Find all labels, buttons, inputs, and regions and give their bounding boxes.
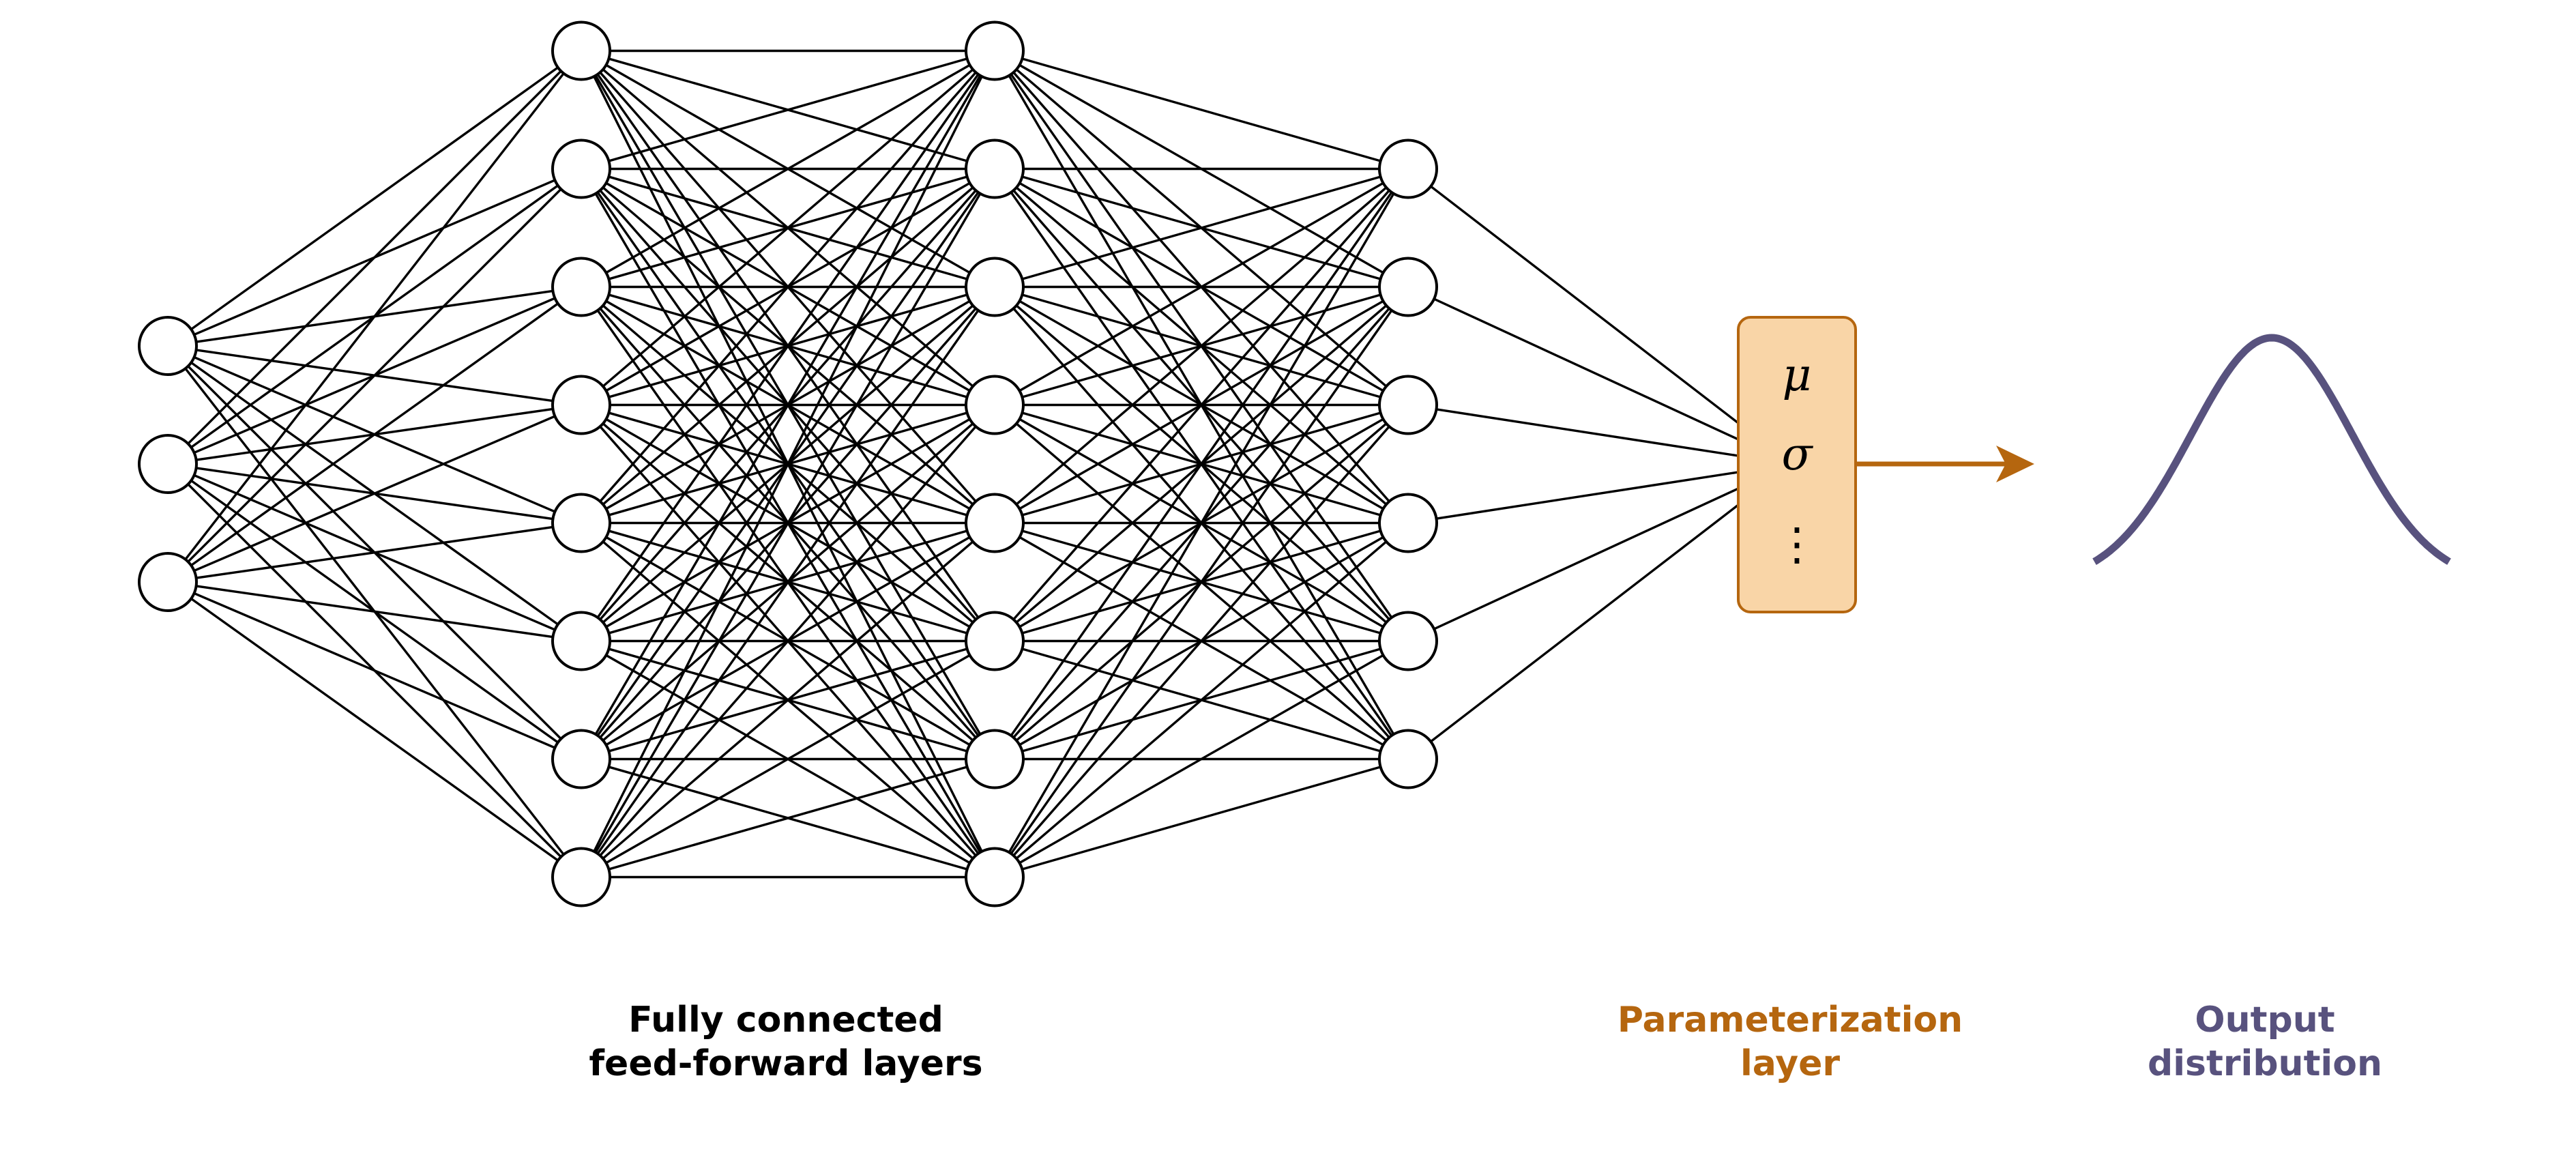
neuron-layer1-4 (551, 493, 611, 553)
connection-l2-7-5 (994, 757, 1409, 879)
neuron-layer2-7 (965, 847, 1025, 907)
connection-l0-2-4 (167, 521, 582, 583)
connection-l0-2-3 (167, 403, 582, 583)
connection-l1-7-0 (580, 50, 996, 878)
neuron-layer1-3 (551, 375, 611, 435)
connection-l2-7-4 (994, 640, 1409, 878)
sigma-symbol: σ (1781, 428, 1813, 480)
connection-l2-0-0 (994, 49, 1409, 171)
neuron-layer2-0 (965, 20, 1025, 81)
neuron-layer2-3 (965, 375, 1025, 435)
neuron-layer1-0 (551, 20, 611, 81)
connection-l2-3-0 (994, 168, 1409, 406)
network-neurons (138, 20, 1438, 907)
neuron-layer2-6 (965, 729, 1025, 789)
parameterization-connections (1407, 168, 1740, 760)
output-caption-line-2: distribution (2148, 1043, 2382, 1084)
connection-l1-7-2 (580, 286, 996, 878)
param-connection-1 (1407, 285, 1739, 441)
param-connection-2 (1407, 403, 1739, 457)
output-caption-line-1: Output (2195, 1000, 2334, 1041)
connection-l1-5-0 (580, 50, 996, 642)
arrow-head (1996, 446, 2034, 482)
neuron-layer1-2 (551, 257, 611, 317)
network-connections (166, 49, 1409, 879)
neuron-layer1-5 (551, 611, 611, 671)
neuron-layer3-2 (1378, 375, 1438, 435)
connection-l2-7-2 (993, 404, 1409, 878)
output-arrow (1856, 446, 2034, 482)
param-connection-3 (1407, 471, 1739, 525)
neuron-layer3-5 (1378, 729, 1438, 789)
gaussian-curve (2092, 334, 2451, 565)
connection-l0-2-6 (167, 581, 582, 761)
connection-l1-2-0 (581, 50, 995, 288)
neuron-layer3-1 (1378, 257, 1438, 317)
neuron-layer0-0 (138, 316, 198, 376)
connection-l0-2-1 (166, 168, 583, 583)
connection-l2-5-0 (993, 168, 1409, 642)
connection-l2-2-0 (994, 167, 1409, 289)
more-parameters-ellipsis: ⋮ (1774, 518, 1819, 570)
network-caption-line-2: feed-forward layers (589, 1043, 982, 1084)
connection-l2-4-0 (993, 168, 1409, 524)
neuron-layer2-1 (965, 139, 1025, 199)
captions: Fully connected feed-forward layers Para… (589, 1000, 2382, 1084)
connection-l0-2-5 (167, 581, 582, 643)
connection-l1-3-0 (580, 50, 996, 406)
param-connection-4 (1407, 487, 1739, 643)
connection-l1-7-4 (580, 522, 996, 878)
neuron-layer1-7 (551, 847, 611, 907)
neuron-layer1-6 (551, 729, 611, 789)
connection-l1-7-6 (581, 757, 995, 879)
connection-l1-7-5 (581, 640, 995, 878)
neuron-layer0-2 (138, 552, 198, 612)
connection-l2-7-0 (993, 168, 1409, 878)
connection-l1-7-1 (580, 168, 996, 878)
neuron-layer0-1 (138, 434, 198, 494)
param-caption-line-2: layer (1740, 1043, 1840, 1084)
connection-l0-1-0 (166, 50, 583, 465)
mu-symbol: μ (1783, 349, 1812, 401)
neuron-layer1-1 (551, 139, 611, 199)
param-caption-line-1: Parameterization (1618, 1000, 1963, 1041)
connection-l1-7-3 (580, 404, 996, 878)
neuron-layer3-4 (1378, 611, 1438, 671)
neuron-layer2-4 (965, 493, 1025, 553)
connection-l1-6-0 (580, 50, 996, 760)
connection-l2-6-0 (993, 168, 1409, 760)
parameterization-layer: μ σ ⋮ (1737, 316, 1857, 613)
connection-l1-1-0 (581, 49, 995, 171)
connection-l1-4-0 (580, 50, 996, 524)
connection-l2-7-3 (993, 522, 1409, 878)
param-connection-0 (1407, 168, 1740, 424)
param-connection-5 (1407, 504, 1740, 760)
neuron-layer3-3 (1378, 493, 1438, 553)
connection-l0-2-2 (167, 286, 582, 583)
neuron-layer2-2 (965, 257, 1025, 317)
connection-l0-2-7 (167, 581, 582, 878)
connection-l2-7-1 (993, 286, 1409, 878)
connection-l0-2-0 (166, 50, 583, 583)
network-caption-line-1: Fully connected (628, 1000, 943, 1041)
neuron-layer2-5 (965, 611, 1025, 671)
connection-l0-0-0 (167, 50, 582, 347)
neuron-layer3-0 (1378, 139, 1438, 199)
